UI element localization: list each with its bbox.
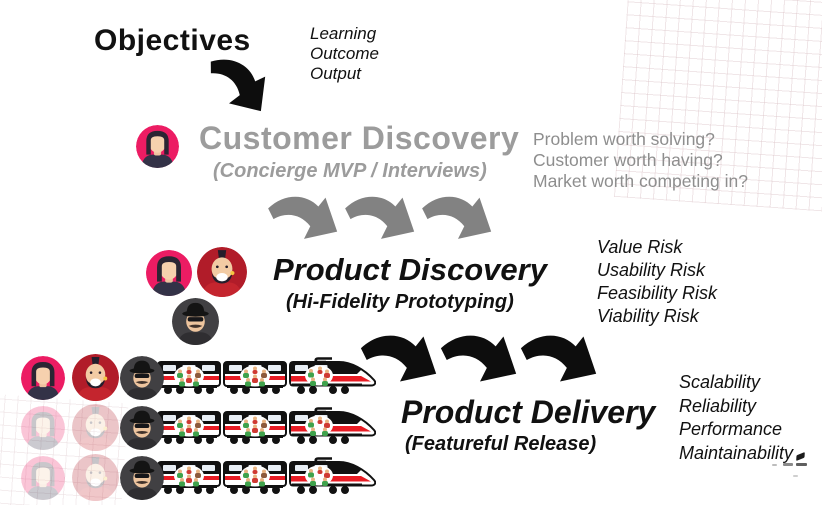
smudge-mark (796, 452, 805, 461)
woman-avatar-icon (21, 356, 65, 400)
objectives-list: Learning Outcome Output (310, 24, 379, 84)
smudge-mark (793, 475, 798, 477)
curved-arrow-icon (190, 46, 284, 129)
mohawk-man-avatar-icon (197, 247, 247, 297)
curved-arrow-icon (356, 332, 444, 390)
quality-line: Reliability (679, 395, 757, 416)
curved-arrow-icon (417, 194, 499, 246)
mohawk-man-avatar-icon (72, 454, 119, 501)
delivery-team-row (0, 452, 420, 502)
quality-line: Performance (679, 419, 783, 439)
objectives-item: Output (310, 64, 362, 83)
question-line: Market worth competing in? (533, 171, 748, 191)
curved-arrow-icon (516, 332, 604, 390)
risk-line: Viability Risk (597, 306, 699, 326)
product-delivery-qualities: Scalability Reliability Performance Main… (679, 371, 793, 465)
smudge-mark (783, 463, 793, 466)
objectives-item: Outcome (310, 44, 379, 63)
quality-line: Maintainability (679, 442, 794, 463)
curved-arrow-icon (340, 194, 422, 246)
customer-discovery-subtitle: (Concierge MVP / Interviews) (213, 160, 487, 182)
mohawk-man-avatar-icon (72, 404, 119, 451)
curved-arrow-icon (436, 332, 524, 390)
woman-avatar-icon (146, 250, 192, 296)
hat-man-avatar-icon (120, 356, 164, 400)
product-discovery-title: Product Discovery (273, 252, 547, 287)
risk-line: Feasibility Risk (597, 283, 718, 303)
smudge-mark (796, 463, 807, 466)
risk-line: Value Risk (597, 237, 683, 257)
product-delivery-title: Product Delivery (401, 394, 656, 430)
customer-discovery-title: Customer Discovery (199, 120, 520, 156)
smudge-mark (772, 464, 777, 466)
product-discovery-subtitle: (Hi-Fidelity Prototyping) (286, 291, 514, 313)
question-line: Customer worth having? (533, 150, 723, 170)
hat-man-avatar-icon (172, 298, 219, 345)
quality-line: Scalability (679, 372, 761, 392)
woman-avatar-icon (21, 406, 65, 450)
delivery-team-row (0, 402, 420, 452)
hat-man-avatar-icon (120, 406, 164, 450)
curved-arrow-icon (263, 194, 345, 246)
train-icon (157, 454, 376, 498)
risk-line: Usability Risk (597, 260, 706, 280)
hat-man-avatar-icon (120, 456, 164, 500)
question-line: Problem worth solving? (533, 129, 715, 149)
customer-discovery-questions: Problem worth solving? Customer worth ha… (533, 129, 748, 192)
objectives-title: Objectives (94, 24, 251, 57)
woman-avatar-icon (21, 456, 65, 500)
woman-avatar-icon (136, 125, 179, 168)
product-discovery-risks: Value Risk Usability Risk Feasibility Ri… (597, 236, 717, 328)
train-icon (157, 354, 376, 398)
objectives-item: Learning (310, 24, 377, 43)
mohawk-man-avatar-icon (72, 354, 119, 401)
train-icon (157, 404, 376, 448)
product-delivery-subtitle: (Featureful Release) (405, 433, 597, 455)
